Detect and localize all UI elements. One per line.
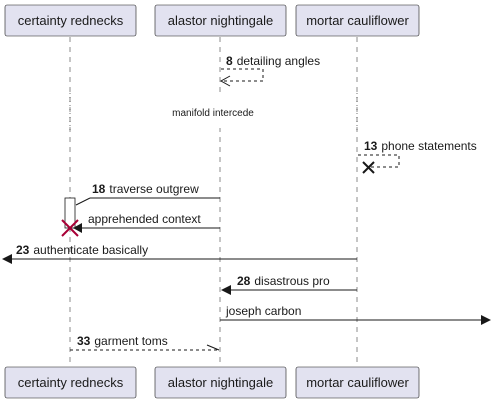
divider-background [160,96,270,128]
participant-certainty-rednecks-top[interactable]: certainty rednecks [4,4,137,37]
destroy-icon [362,161,375,174]
arrow-head [2,254,12,264]
participant-alastor-nightingale-top[interactable]: alastor nightingale [154,4,287,37]
message-label: apprehended context [88,212,201,226]
message-joseph-carbon: joseph carbon [220,304,491,325]
message-arrow [221,68,264,82]
arrow-head [221,285,231,295]
participant-label: mortar cauliflower [306,375,409,390]
divider-label: manifold intercede [172,108,254,119]
arrow-head [75,197,91,206]
participant-label: alastor nightingale [168,375,274,390]
message-label: joseph carbon [225,304,301,318]
participant-mortar-cauliflower-top[interactable]: mortar cauliflower [295,4,420,37]
arrow-head [206,344,220,351]
participant-label: certainty rednecks [18,13,124,28]
participant-alastor-nightingale-bottom[interactable]: alastor nightingale [154,366,287,399]
participant-label: alastor nightingale [168,13,274,28]
participant-label: certainty rednecks [18,375,124,390]
participant-mortar-cauliflower-bottom[interactable]: mortar cauliflower [295,366,420,399]
participant-label: mortar cauliflower [306,13,409,28]
arrow-head [219,75,231,87]
message-apprehended-context: apprehended context [61,212,220,237]
arrow-head [481,315,491,325]
participant-certainty-rednecks-bottom[interactable]: certainty rednecks [4,366,137,399]
arrow-head [73,223,82,233]
destroy-icon [61,219,79,237]
message-arrow [358,154,400,168]
